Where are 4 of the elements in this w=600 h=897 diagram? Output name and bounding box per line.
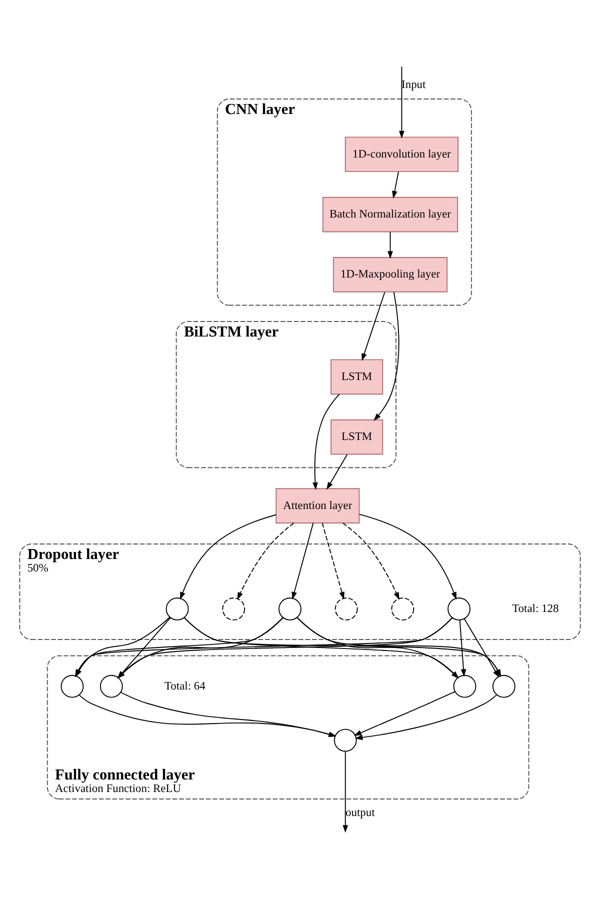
label: Total: 128 xyxy=(512,602,559,614)
label: Total: 64 xyxy=(164,680,206,692)
edge-label: Input xyxy=(402,78,426,91)
edge-label: output xyxy=(346,806,375,818)
